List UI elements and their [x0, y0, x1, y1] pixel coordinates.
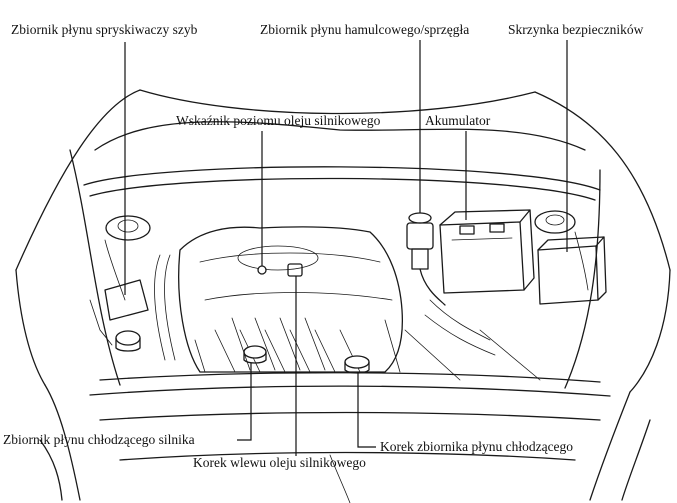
label-battery: Akumulator [425, 113, 491, 128]
label-coolant-cap: Korek zbiornika płynu chłodzącego [380, 439, 573, 454]
battery-drawing [439, 209, 535, 294]
coolant-reservoir-drawing [115, 330, 141, 352]
label-coolant-reservoir: Zbiornik płynu chłodzącego silnika [3, 432, 195, 447]
washer-reservoir-drawing [89, 279, 149, 346]
leader-lines [124, 40, 568, 456]
engine-hoses [154, 254, 541, 381]
label-washer-reservoir: Zbiornik płynu spryskiwaczy szyb [11, 22, 198, 37]
oil-dipstick-drawing [257, 263, 303, 277]
label-oil-filler-cap: Korek wlewu oleju silnikowego [193, 455, 366, 470]
label-brake-clutch-reservoir: Zbiornik płynu hamulcowego/sprzęgła [260, 22, 469, 37]
car-body-outline [15, 89, 671, 503]
leader-coolant-reservoir [237, 363, 252, 441]
label-fuse-box: Skrzynka bezpieczników [508, 22, 644, 37]
leader-coolant-cap [357, 372, 376, 448]
label-oil-dipstick: Wskaźnik poziomu oleju silnikowego [176, 113, 381, 128]
brake-reservoir-drawing [406, 212, 446, 306]
engine-cover [178, 226, 404, 373]
coolant-cap-drawing [344, 355, 370, 374]
fuse-box-drawing [537, 236, 607, 305]
oil-filler-cap-drawing [243, 345, 267, 364]
